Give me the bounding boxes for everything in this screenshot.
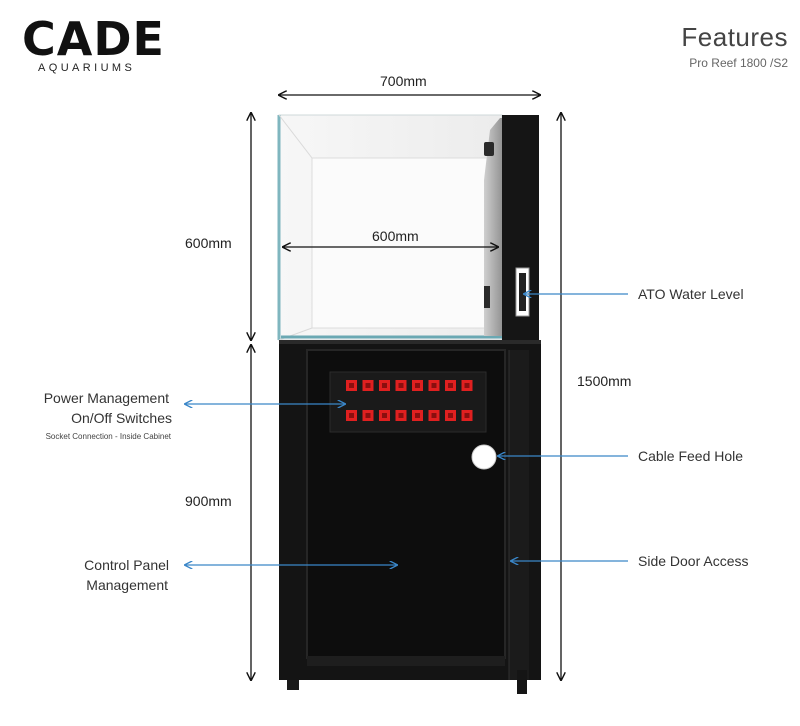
tank-side-panel: [502, 115, 539, 343]
label-total-height: 1500mm: [577, 373, 632, 389]
label-control-line2: Management: [86, 577, 168, 593]
power-switch-toggle: [398, 413, 404, 418]
page-title: Features: [681, 22, 788, 52]
brand-subtitle: AQUARIUMS: [38, 62, 136, 74]
power-switch-toggle: [382, 383, 387, 388]
label-ato: ATO Water Level: [638, 286, 744, 302]
switch-row-top: [346, 380, 473, 391]
callout-arrows: [185, 294, 628, 565]
power-switch-toggle: [365, 413, 371, 418]
tank: [277, 114, 505, 341]
cabinet: [279, 340, 541, 694]
label-width-outer: 700mm: [380, 73, 427, 89]
model-name: Pro Reef 1800 /S2: [689, 56, 788, 70]
cable-feed-hole: [471, 444, 497, 470]
power-switch-toggle: [382, 413, 387, 418]
label-control-line1: Control Panel: [84, 557, 169, 573]
label-power-note: Socket Connection - Inside Cabinet: [45, 432, 171, 441]
label-width-inner: 600mm: [372, 228, 419, 244]
label-side-door: Side Door Access: [638, 553, 749, 569]
power-switch-toggle: [448, 383, 453, 388]
label-power-line2: On/Off Switches: [71, 410, 172, 426]
power-switch-toggle: [398, 383, 404, 388]
power-switch-toggle: [415, 383, 420, 388]
power-switch-toggle: [464, 413, 470, 418]
power-switch-toggle: [448, 413, 453, 418]
label-cable: Cable Feed Hole: [638, 448, 744, 464]
power-switch-toggle: [415, 413, 420, 418]
power-switch-toggle: [431, 383, 437, 388]
power-switch-toggle: [464, 383, 470, 388]
brand-logo: CADE: [22, 12, 165, 66]
power-switch-toggle: [349, 413, 354, 418]
power-switch-toggle: [431, 413, 437, 418]
power-switch-toggle: [365, 383, 371, 388]
label-power-line1: Power Management: [43, 390, 169, 406]
switch-row-bottom: [346, 410, 473, 421]
power-switch-toggle: [349, 383, 354, 388]
label-cabinet-height: 900mm: [185, 493, 232, 509]
label-tank-height: 600mm: [185, 235, 232, 251]
